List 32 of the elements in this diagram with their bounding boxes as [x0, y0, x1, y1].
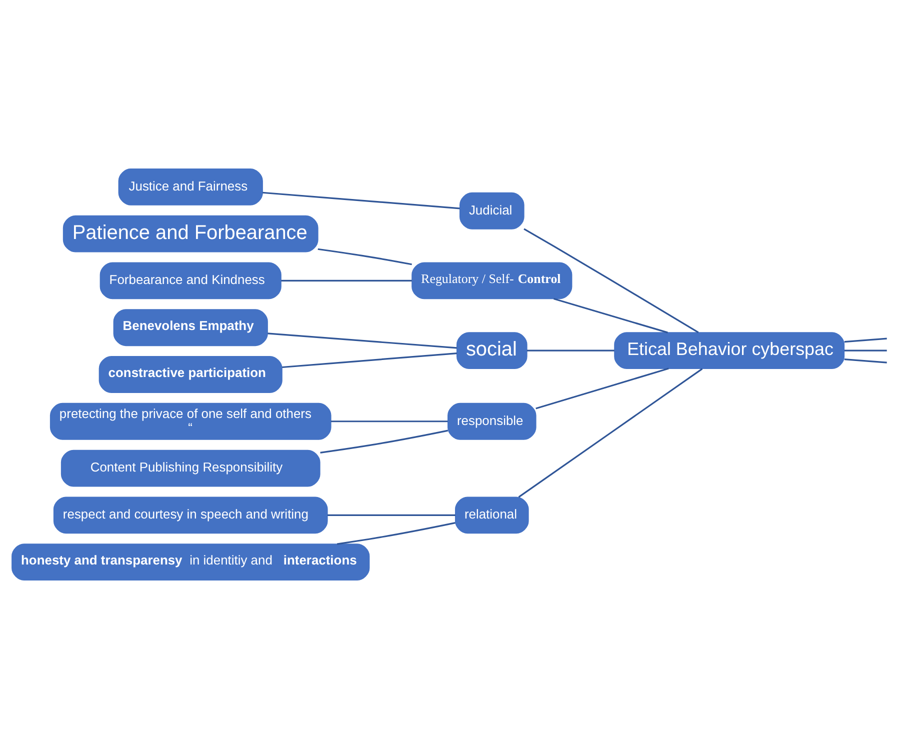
connector [844, 358, 887, 364]
node-box: Forbearance and Kindness [100, 262, 282, 300]
connector [844, 338, 887, 343]
connector [330, 420, 448, 422]
connector [262, 192, 460, 210]
connector [327, 514, 456, 516]
node-box: responsible [448, 402, 536, 440]
connector [318, 248, 412, 266]
connector [536, 368, 669, 410]
connector [526, 350, 614, 352]
connector [518, 368, 703, 498]
node-box: Benevolens Empathy [113, 309, 268, 346]
connector [268, 332, 457, 349]
connector [554, 298, 668, 334]
connector [524, 228, 699, 334]
connector [281, 280, 412, 282]
node-box: Patience and Forbearance [62, 215, 318, 252]
node-box: social [456, 332, 528, 370]
node-box: Regulatory / Self-Control [412, 262, 572, 300]
connector [320, 430, 448, 454]
node-box: Etical Behavior cyberspac [614, 332, 845, 370]
node-box: Content Publishing Responsibility [60, 450, 320, 487]
node-box: constractive participation [98, 356, 282, 393]
node-box: Justice and Fairness [118, 168, 263, 206]
connector [844, 350, 887, 352]
connector [282, 352, 457, 368]
node-box: respect and courtesy in speech and writing [53, 496, 328, 534]
node-box: Judicial [459, 192, 524, 230]
node-box: honesty and transparensy in identitiy and interactions [12, 544, 370, 580]
node-box: relational [454, 496, 529, 534]
node-box: pretecting the privace of one self and others “ [50, 402, 332, 440]
connector [336, 522, 456, 545]
